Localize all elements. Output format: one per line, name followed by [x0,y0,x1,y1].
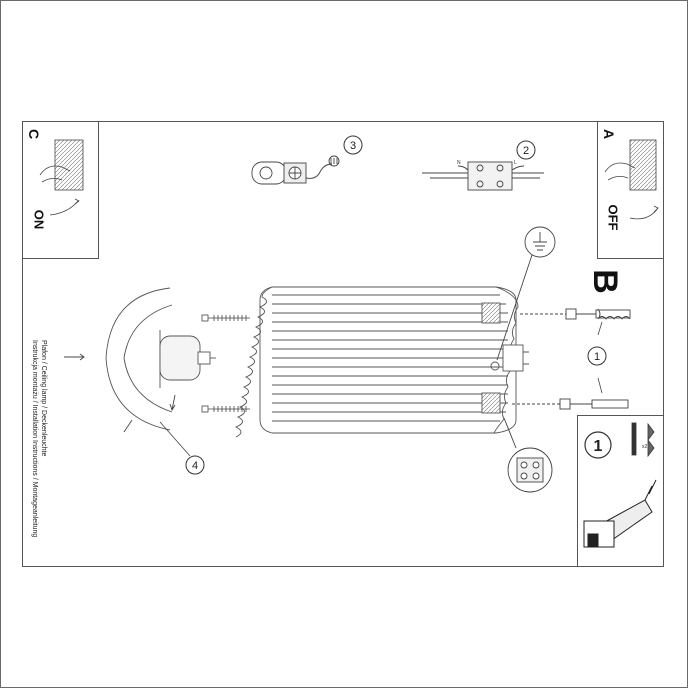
fixing-screw-top [201,314,250,322]
step-2-number: 2 [523,145,529,157]
step-4-number: 4 [192,460,198,472]
terminal-marker-l: L [514,160,517,166]
ground-symbol-callout [496,226,556,361]
terminal-marker-n: N [457,160,461,166]
step-3-badge [343,135,363,155]
step-1-leaders [597,321,603,394]
step-2-badge [516,140,536,160]
panel-a-switch-icon [604,139,659,220]
step-2-illustration [422,161,544,191]
tools-step-number: 1 [594,438,603,455]
rotation-arrows [123,394,176,433]
instruction-sheet-frame [22,121,664,567]
tools-step-badge [584,431,612,459]
lamp-canopy [105,287,216,431]
panel-c-switch-icon [39,139,84,216]
wall-plug-bottom [512,398,629,410]
step-4-badge [185,455,205,475]
drill-icon [583,479,657,548]
step-3-illustration [251,155,340,185]
step-4-leader [159,421,191,457]
lamp-cylinder-body [234,286,529,438]
fixing-screw-bottom [201,405,250,413]
step-1-number: 1 [594,351,600,363]
step-3-number: 3 [350,140,356,152]
screw-and-plug-icon [631,422,655,458]
tools-count: x2 [642,444,648,450]
wall-plug-top [520,308,631,320]
canopy-insert-arrow [64,353,85,361]
terminal-block-callout [503,417,553,493]
step-1-badge [587,346,607,366]
